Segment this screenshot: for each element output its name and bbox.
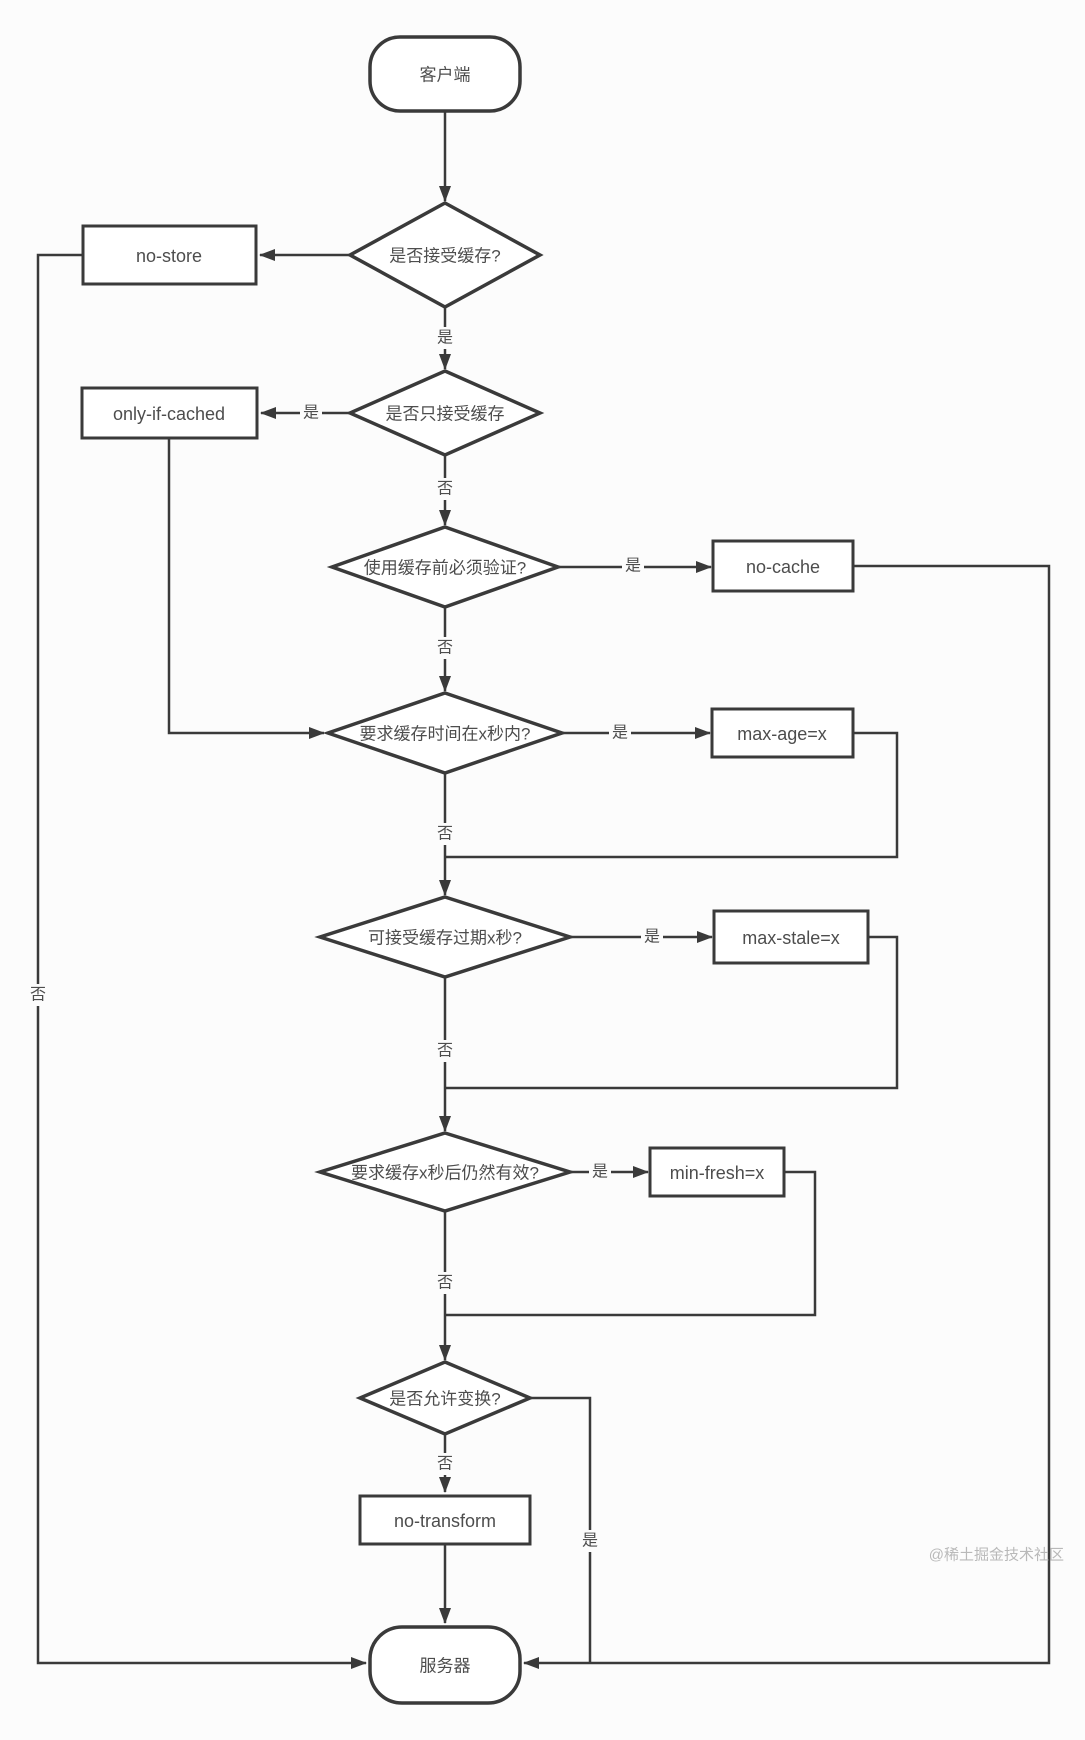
edge-label-only-cache-yes: 是 xyxy=(300,402,322,424)
edge-label-only-cache-yes-text: 是 xyxy=(303,405,319,422)
node-decision-transform: 是否允许变换? xyxy=(355,1360,535,1436)
node-decision-must-validate-label: 使用缓存前必须验证? xyxy=(364,558,526,578)
edge-label-transform-yes-text: 是 xyxy=(582,1533,598,1550)
node-server-label: 服务器 xyxy=(420,1657,471,1676)
edge-label-only-cache-no: 否 xyxy=(434,478,456,500)
edge-label-max-stale-no-text: 否 xyxy=(437,1043,453,1060)
edge-label-max-age-no: 否 xyxy=(434,823,456,845)
node-server: 服务器 xyxy=(368,1625,522,1705)
edge-label-max-stale-yes: 是 xyxy=(641,926,663,948)
edge-no-store-to-server xyxy=(36,253,367,1669)
edge-label-must-validate-yes: 是 xyxy=(622,555,644,577)
node-client-shape xyxy=(368,35,522,113)
edge-max-stale-loop-back xyxy=(446,935,899,1090)
edge-label-max-age-no-text: 否 xyxy=(437,826,453,843)
edge-no-cache-to-server xyxy=(523,564,1051,1669)
edge-label-min-fresh-no: 否 xyxy=(434,1272,456,1294)
node-decision-must-validate: 使用缓存前必须验证? xyxy=(326,525,564,609)
node-no-store: no-store xyxy=(81,224,258,286)
node-only-if-cached-shape xyxy=(80,386,259,440)
node-decision-min-fresh-shape xyxy=(314,1131,576,1213)
edge-label-max-age-yes: 是 xyxy=(609,722,631,744)
node-decision-min-fresh: 要求缓存x秒后仍然有效? xyxy=(314,1131,576,1213)
node-min-fresh: min-fresh=x xyxy=(648,1146,786,1198)
node-decision-max-stale: 可接受缓存过期x秒? xyxy=(314,895,576,979)
edge-transform-yes-to-server xyxy=(530,1396,592,1663)
node-decision-min-fresh-label: 要求缓存x秒后仍然有效? xyxy=(351,1164,539,1183)
node-decision-max-age-shape xyxy=(322,691,568,775)
edge-label-min-fresh-yes-text: 是 xyxy=(592,1164,608,1181)
node-no-transform-label: no-transform xyxy=(394,1511,496,1531)
node-decision-max-stale-label: 可接受缓存过期x秒? xyxy=(368,929,522,948)
edge-label-min-fresh-no-text: 否 xyxy=(437,1275,453,1292)
node-min-fresh-label: min-fresh=x xyxy=(670,1163,765,1183)
edge-label-accept-cache-yes: 是 xyxy=(434,327,456,349)
edge-label-min-fresh-yes: 是 xyxy=(589,1161,611,1183)
edge-label-accept-cache-yes-text: 是 xyxy=(437,330,453,347)
edge-label-max-age-yes-text: 是 xyxy=(612,725,628,742)
node-min-fresh-shape xyxy=(648,1146,786,1198)
edge-label-must-validate-no-text: 否 xyxy=(437,640,453,657)
edge-max-age-loop-back xyxy=(446,731,899,859)
edge-label-max-stale-yes-text: 是 xyxy=(644,929,660,946)
node-client: 客户端 xyxy=(368,35,522,113)
edge-label-must-validate-yes-text: 是 xyxy=(625,558,641,575)
node-max-age-label: max-age=x xyxy=(737,724,827,744)
node-no-cache: no-cache xyxy=(711,539,855,593)
node-decision-only-cache-shape xyxy=(345,369,545,457)
node-decision-max-stale-shape xyxy=(314,895,576,979)
edge-label-transform-no: 否 xyxy=(434,1453,456,1475)
node-client-label: 客户端 xyxy=(420,66,471,85)
edge-label-transform-yes: 是 xyxy=(579,1530,601,1552)
node-decision-accept-cache: 是否接受缓存? xyxy=(346,201,544,309)
node-only-if-cached-label: only-if-cached xyxy=(113,404,225,424)
edge-label-only-cache-no-text: 否 xyxy=(437,481,453,498)
node-server-shape xyxy=(368,1625,522,1705)
node-decision-only-cache: 是否只接受缓存 xyxy=(345,369,545,457)
edge-label-must-validate-no: 否 xyxy=(434,637,456,659)
node-decision-must-validate-shape xyxy=(326,525,564,609)
node-only-if-cached: only-if-cached xyxy=(80,386,259,440)
node-no-store-label: no-store xyxy=(136,246,202,266)
node-decision-only-cache-label: 是否只接受缓存 xyxy=(386,405,505,424)
node-decision-accept-cache-shape xyxy=(346,201,544,309)
node-decision-transform-shape xyxy=(355,1360,535,1436)
node-decision-max-age-label: 要求缓存时间在x秒内? xyxy=(360,725,531,744)
edge-label-no-store-no-text: 否 xyxy=(30,987,46,1004)
watermark: @稀土掘金技术社区 xyxy=(929,1547,1064,1564)
node-no-transform: no-transform xyxy=(358,1494,532,1546)
node-max-stale: max-stale=x xyxy=(712,909,870,965)
node-decision-max-age: 要求缓存时间在x秒内? xyxy=(322,691,568,775)
node-no-cache-shape xyxy=(711,539,855,593)
edge-label-no-store-no: 否 xyxy=(27,984,49,1006)
edge-label-max-stale-no: 否 xyxy=(434,1040,456,1062)
node-max-age-shape xyxy=(710,707,855,759)
node-max-stale-shape xyxy=(712,909,870,965)
node-no-cache-label: no-cache xyxy=(746,557,820,577)
edge-only-if-cached-to-max-age-decision xyxy=(167,438,325,739)
edge-min-fresh-loop-back xyxy=(446,1170,817,1317)
node-decision-accept-cache-label: 是否接受缓存? xyxy=(389,247,500,266)
node-max-age: max-age=x xyxy=(710,707,855,759)
node-decision-transform-label: 是否允许变换? xyxy=(389,1390,500,1409)
edge-label-transform-no-text: 否 xyxy=(437,1456,453,1473)
node-max-stale-label: max-stale=x xyxy=(742,928,840,948)
node-no-transform-shape xyxy=(358,1494,532,1546)
node-no-store-shape xyxy=(81,224,258,286)
